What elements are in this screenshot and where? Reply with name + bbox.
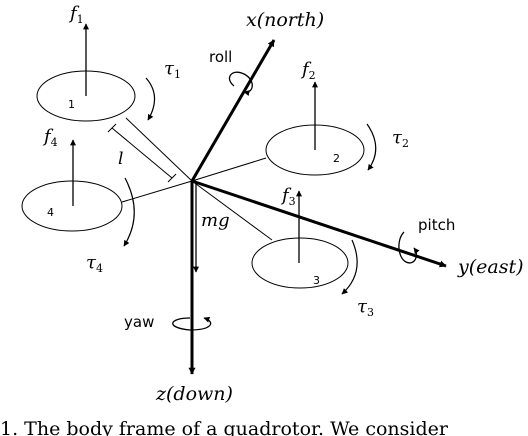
y-axis-label: y(east) [457,256,524,278]
torque-arcs [123,77,377,295]
rotor-4-disc [21,180,123,232]
torque-3-label: τ3 [357,296,374,319]
torque-2-label: τ2 [392,127,409,150]
rotation-indicators [172,71,420,331]
body-axes [188,39,447,375]
torque-4-arc [123,177,135,247]
figure-caption: 1. The body frame of a quadrotor. We con… [0,418,448,436]
torque-1-arc [145,77,156,121]
rotor-3-id: 3 [313,274,320,287]
arm-length-label: l [118,149,123,169]
force-2-label: f2 [300,59,316,82]
rotor-2-id: 2 [333,152,340,165]
x-axis-label: x(north) [246,9,324,31]
thrust-arrows [70,23,318,263]
force-1-label: f1 [68,3,84,26]
torque-2-arc [366,123,377,171]
arm-4 [121,180,193,203]
arm-length-marker [107,123,177,183]
torque-3-arc [341,239,358,295]
torque-1-label: τ1 [164,58,181,81]
rotor-4-id: 4 [47,206,54,219]
roll-label: roll [209,48,232,66]
y-axis-arrow [191,179,447,268]
roll-rotation-icon [228,71,253,96]
frame-arms [121,117,273,241]
yaw-rotation-icon [172,316,212,331]
gravity-label: mg [201,210,230,231]
arm-1 [125,117,193,182]
arm-3 [191,180,273,241]
yaw-label: yaw [124,313,154,331]
rotor-1-id: 1 [68,98,75,111]
torque-4-label: τ4 [86,252,103,275]
pitch-label: pitch [418,216,455,234]
arm-2 [191,157,267,182]
rotor-3-disc [251,237,349,289]
force-4-label: f4 [42,126,58,149]
force-3-label: f3 [280,185,296,208]
x-axis-arrow [190,39,276,182]
z-axis-label: z(down) [155,383,233,405]
pitch-rotation-icon [398,231,420,264]
